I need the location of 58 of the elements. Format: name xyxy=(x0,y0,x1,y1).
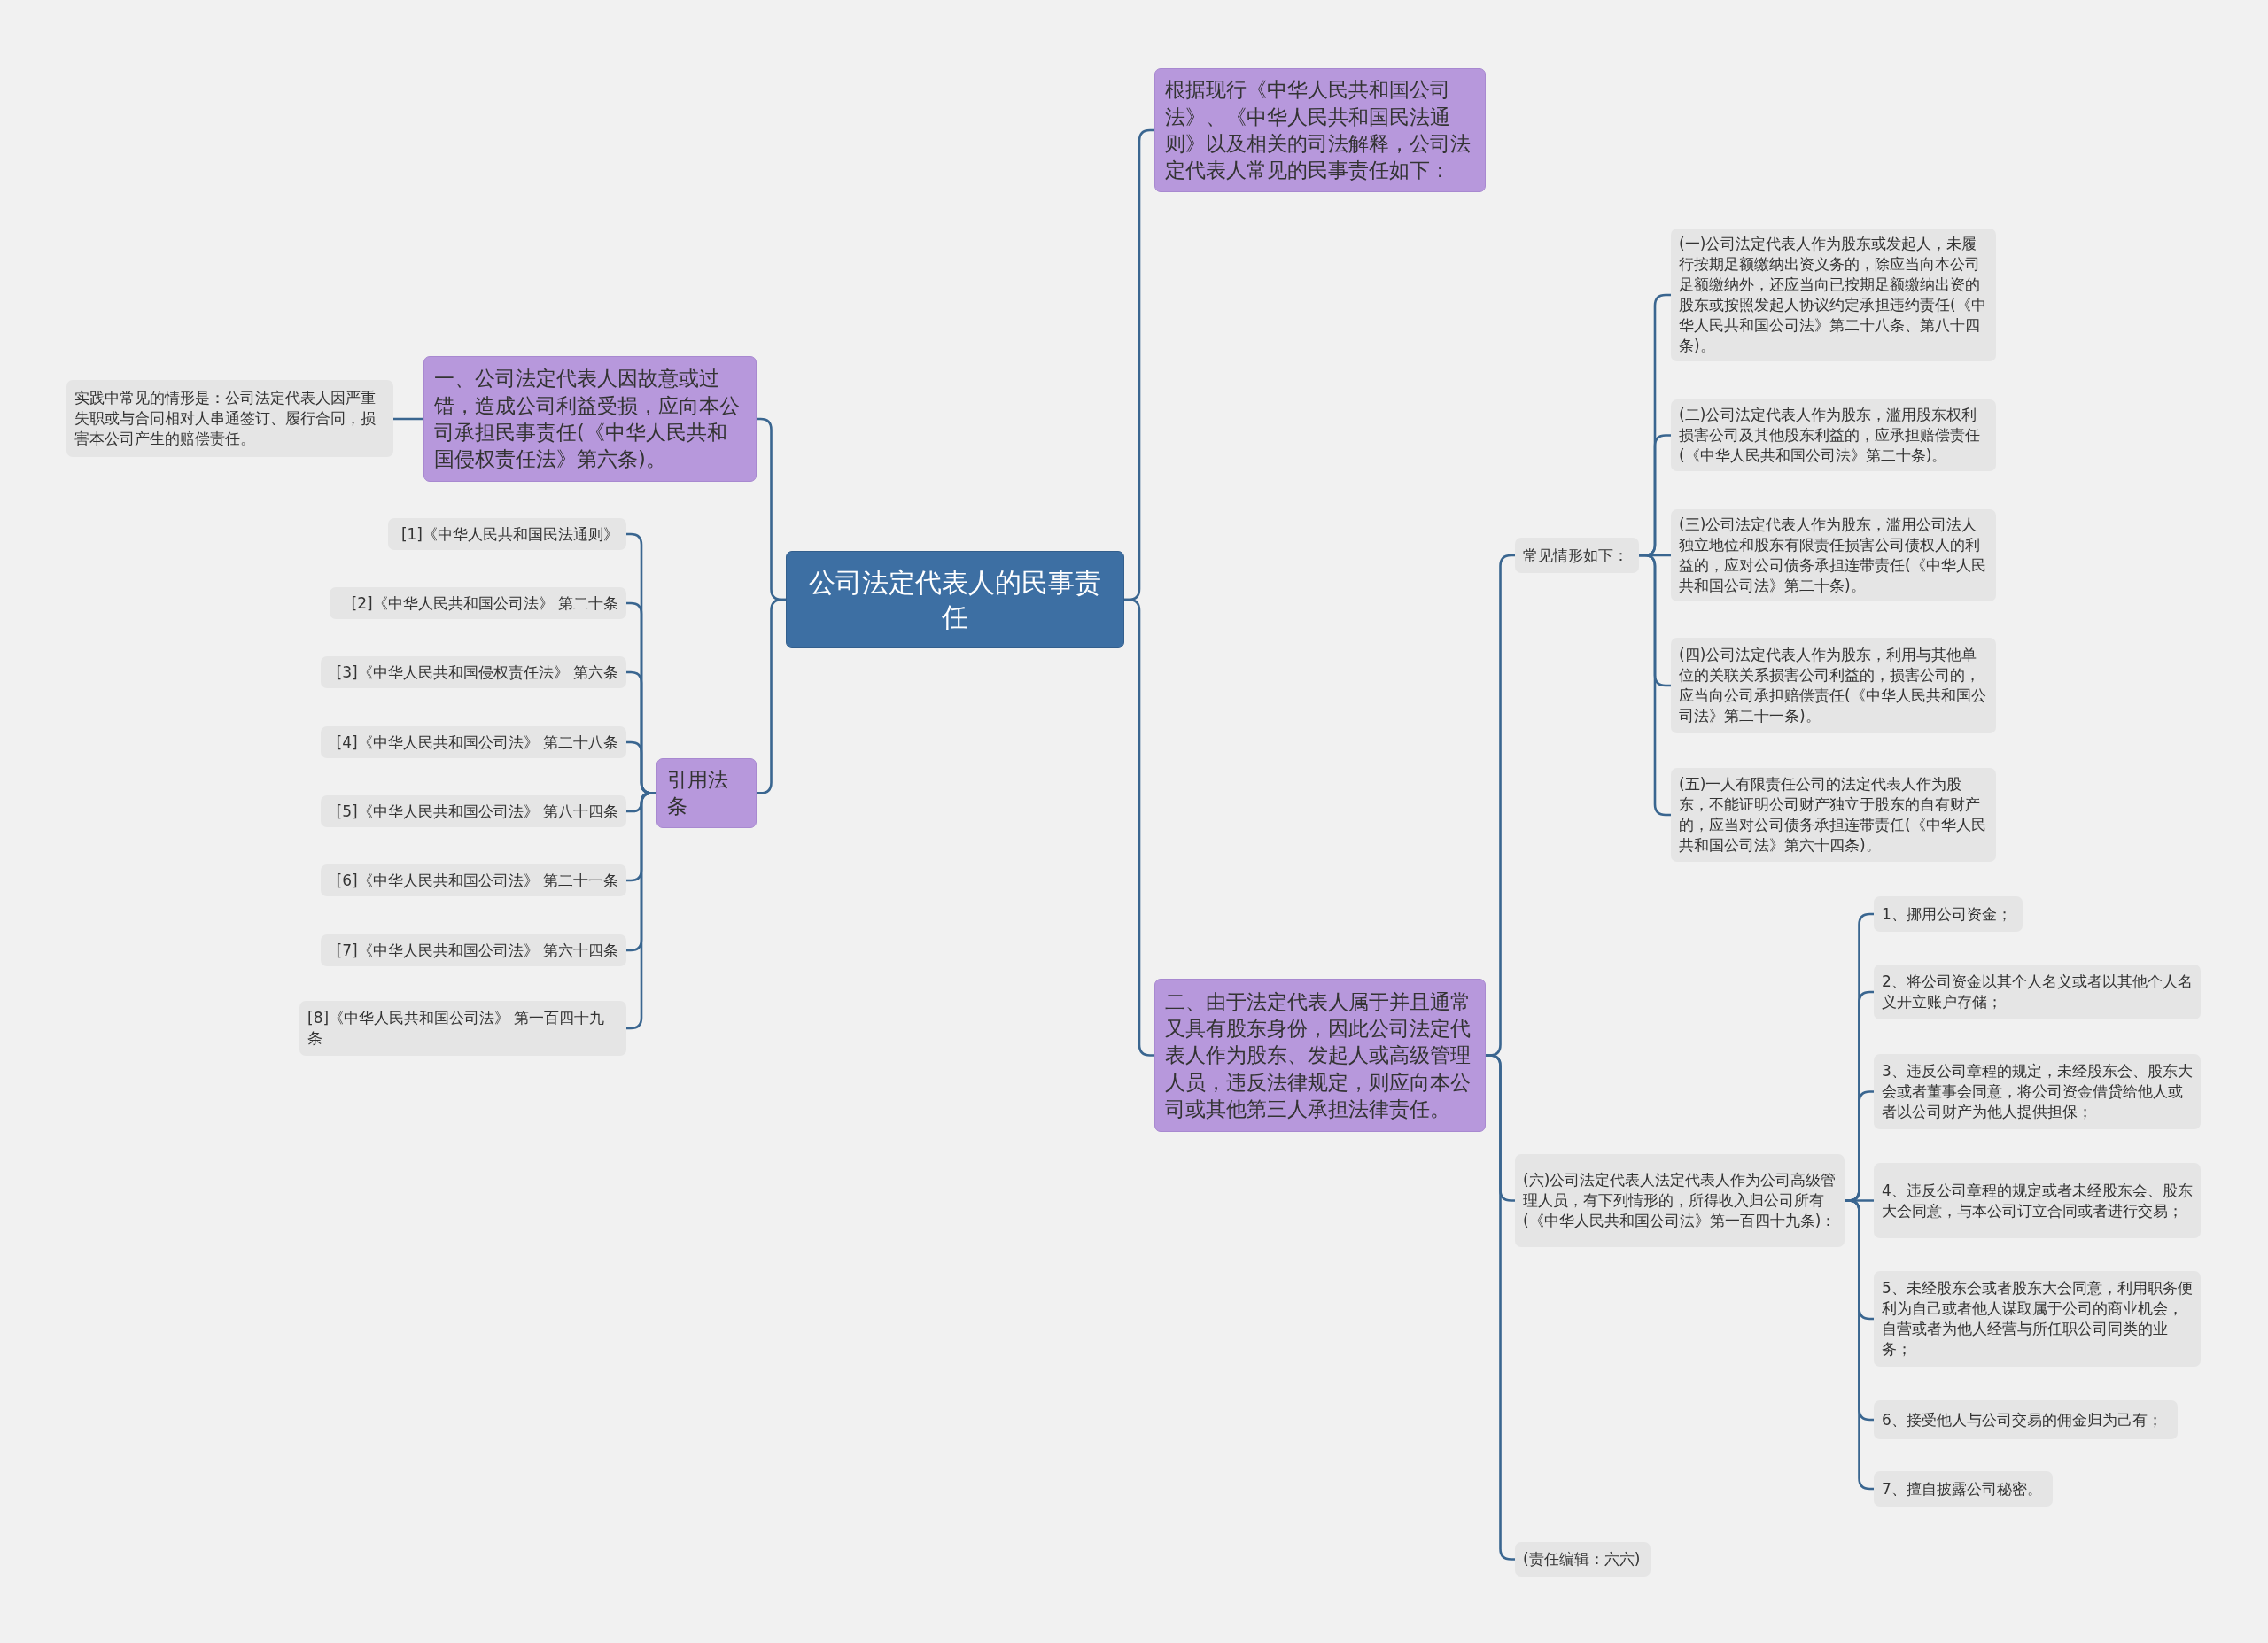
subtopic-box xyxy=(1515,538,1639,573)
subtopic-box xyxy=(1874,896,2023,932)
topic-box xyxy=(423,356,757,482)
subtopic-box xyxy=(321,795,626,827)
subtopic-box xyxy=(299,1001,626,1056)
subtopic-box xyxy=(330,587,626,619)
topic-text: 二、由于法定代表人属于并且通常又具有股东身份，因此公司法定代表人作为股东、发起人或高级管理人员，违反法律规定，则应向本公司或其他第三人承担法律责任。 xyxy=(1165,988,1472,1123)
topic-text: 一、公司法定代表人因故意或过错，造成公司利益受损，应向本公司承担民事责任(《中华人民共和国侵权责任法》第六条)。 xyxy=(434,366,741,473)
subtopic-box xyxy=(1874,1054,2201,1129)
topic-text: [5]《中华人民共和国公司法》 第八十四条 xyxy=(335,801,618,822)
topic-box xyxy=(1154,979,1486,1132)
subtopic-box xyxy=(1874,1271,2201,1367)
topic-text: 5、未经股东会或者股东大会同意，利用职务便利为自己或者他人谋取属于公司的商业机会，自营或者为他人经营与所任职公司同类的业务； xyxy=(1882,1278,2193,1360)
topic-text: (一)公司法定代表人作为股东或发起人，未履行按期足额缴纳出资义务的，除应当向本公司足额缴纳外，还应当向已按期足额缴纳出资的股东或按照发起人协议约定承担违约责任(《中华人民共和国公司法》第二十八条、第八十四条)。 xyxy=(1679,234,1987,356)
subtopic-box xyxy=(1874,1400,2178,1439)
subtopic-box xyxy=(1671,768,1996,862)
topic-text: (六)公司法定代表人法定代表人作为公司高级管理人员，有下列情形的，所得收入归公司所有(《中华人民共和国公司法》第一百四十九条)： xyxy=(1523,1170,1837,1231)
topic-text: 根据现行《中华人民共和国公司法》、《中华人民共和国民法通则》以及相关的司法解释，公司法定代表人常见的民事责任如下： xyxy=(1165,77,1472,184)
topic-text: 4、违反公司章程的规定或者未经股东会、股东大会同意，与本公司订立合同或者进行交易； xyxy=(1882,1180,2193,1221)
topic-text: [1]《中华人民共和国民法通则》 xyxy=(400,523,618,545)
connector-line xyxy=(393,417,423,421)
topic-text: 1、挪用公司资金； xyxy=(1882,903,2013,925)
topic-text: [6]《中华人民共和国公司法》 第二十一条 xyxy=(335,870,618,891)
subtopic-box xyxy=(1874,1163,2201,1238)
subtopic-box xyxy=(66,380,393,457)
subtopic-box xyxy=(321,656,626,688)
topic-text: 常见情形如下： xyxy=(1523,545,1629,566)
subtopic-box xyxy=(321,934,626,966)
subtopic-box xyxy=(1671,638,1996,733)
subtopic-box xyxy=(1671,399,1996,471)
subtopic-box xyxy=(321,726,626,758)
topic-text: 公司法定代表人的民事责任 xyxy=(808,566,1102,634)
central-topic xyxy=(786,551,1124,648)
subtopic-box xyxy=(1671,509,1996,601)
topic-text: (责任编辑：六六) xyxy=(1523,1549,1642,1569)
topic-box xyxy=(1154,68,1486,192)
topic-box xyxy=(656,758,757,828)
topic-text: 6、接受他人与公司交易的佣金归为己有； xyxy=(1882,1409,2163,1430)
subtopic-box xyxy=(321,864,626,896)
subtopic-box xyxy=(1515,1154,1845,1247)
subtopic-box xyxy=(1874,965,2201,1019)
topic-text: [7]《中华人民共和国公司法》 第六十四条 xyxy=(335,940,618,961)
topic-text: 实践中常见的情形是：公司法定代表人因严重失职或与合同相对人串通签订、履行合同，损害本公司产生的赔偿责任。 xyxy=(74,388,377,449)
topic-text: 引用法条 xyxy=(667,767,729,820)
topic-text: (二)公司法定代表人作为股东，滥用股东权利损害公司及其他股东利益的，应承担赔偿责任(《中华人民共和国公司法》第二十条)。 xyxy=(1679,405,1981,466)
topic-text: (四)公司法定代表人作为股东，利用与其他单位的关联关系损害公司利益的，损害公司的，应当向公司承担赔偿责任(《中华人民共和国公司法》第二十一条)。 xyxy=(1679,645,1987,726)
topic-text: 2、将公司资金以其个人名义或者以其他个人名义开立账户存储； xyxy=(1882,972,2193,1012)
topic-text: 3、违反公司章程的规定，未经股东会、股东大会或者董事会同意，将公司资金借贷给他人或者以公司财产为他人提供担保； xyxy=(1882,1061,2193,1122)
topic-text: 7、擅自披露公司秘密。 xyxy=(1882,1478,2043,1500)
topic-text: (五)一人有限责任公司的法定代表人作为股东，不能证明公司财产独立于股东的自有财产的，应当对公司债务承担连带责任(《中华人民共和国公司法》第六十四条)。 xyxy=(1679,774,1987,856)
topic-text: [4]《中华人民共和国公司法》 第二十八条 xyxy=(335,732,618,753)
topic-text: [3]《中华人民共和国侵权责任法》 第六条 xyxy=(335,662,618,683)
topic-text: (三)公司法定代表人作为股东，滥用公司法人独立地位和股东有限责任损害公司债权人的利益的，应对公司债务承担连带责任(《中华人民共和国公司法》第二十条)。 xyxy=(1679,515,1987,596)
subtopic-box xyxy=(1515,1542,1651,1577)
topic-text: [2]《中华人民共和国公司法》 第二十条 xyxy=(350,593,618,614)
topic-text: [8]《中华人民共和国公司法》 第一百四十九条 xyxy=(307,1008,606,1049)
subtopic-box xyxy=(388,518,626,550)
subtopic-box xyxy=(1874,1471,2053,1507)
